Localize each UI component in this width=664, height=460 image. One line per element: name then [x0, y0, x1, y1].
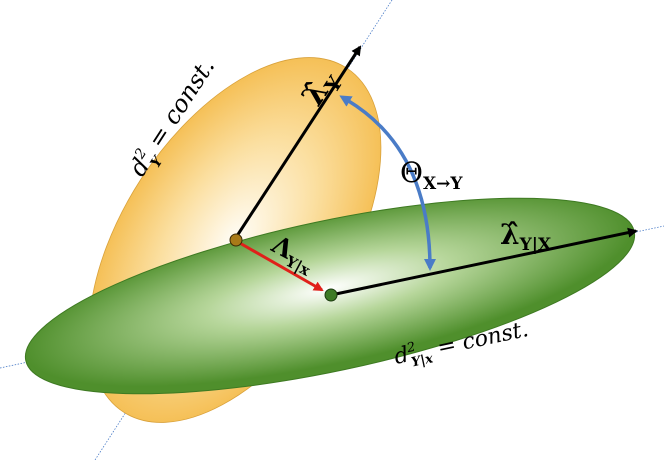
theta-label: ΘX→Y — [400, 156, 463, 194]
lambda-y-vector — [233, 45, 362, 240]
lambda-yx-label: λ̂Y|X — [500, 218, 552, 255]
lambda-yx-vector — [330, 227, 638, 297]
cap-lambda-vector — [237, 240, 324, 292]
green-center-point — [324, 288, 338, 302]
theta-arc — [339, 95, 436, 271]
yellow-center-point — [229, 233, 243, 247]
